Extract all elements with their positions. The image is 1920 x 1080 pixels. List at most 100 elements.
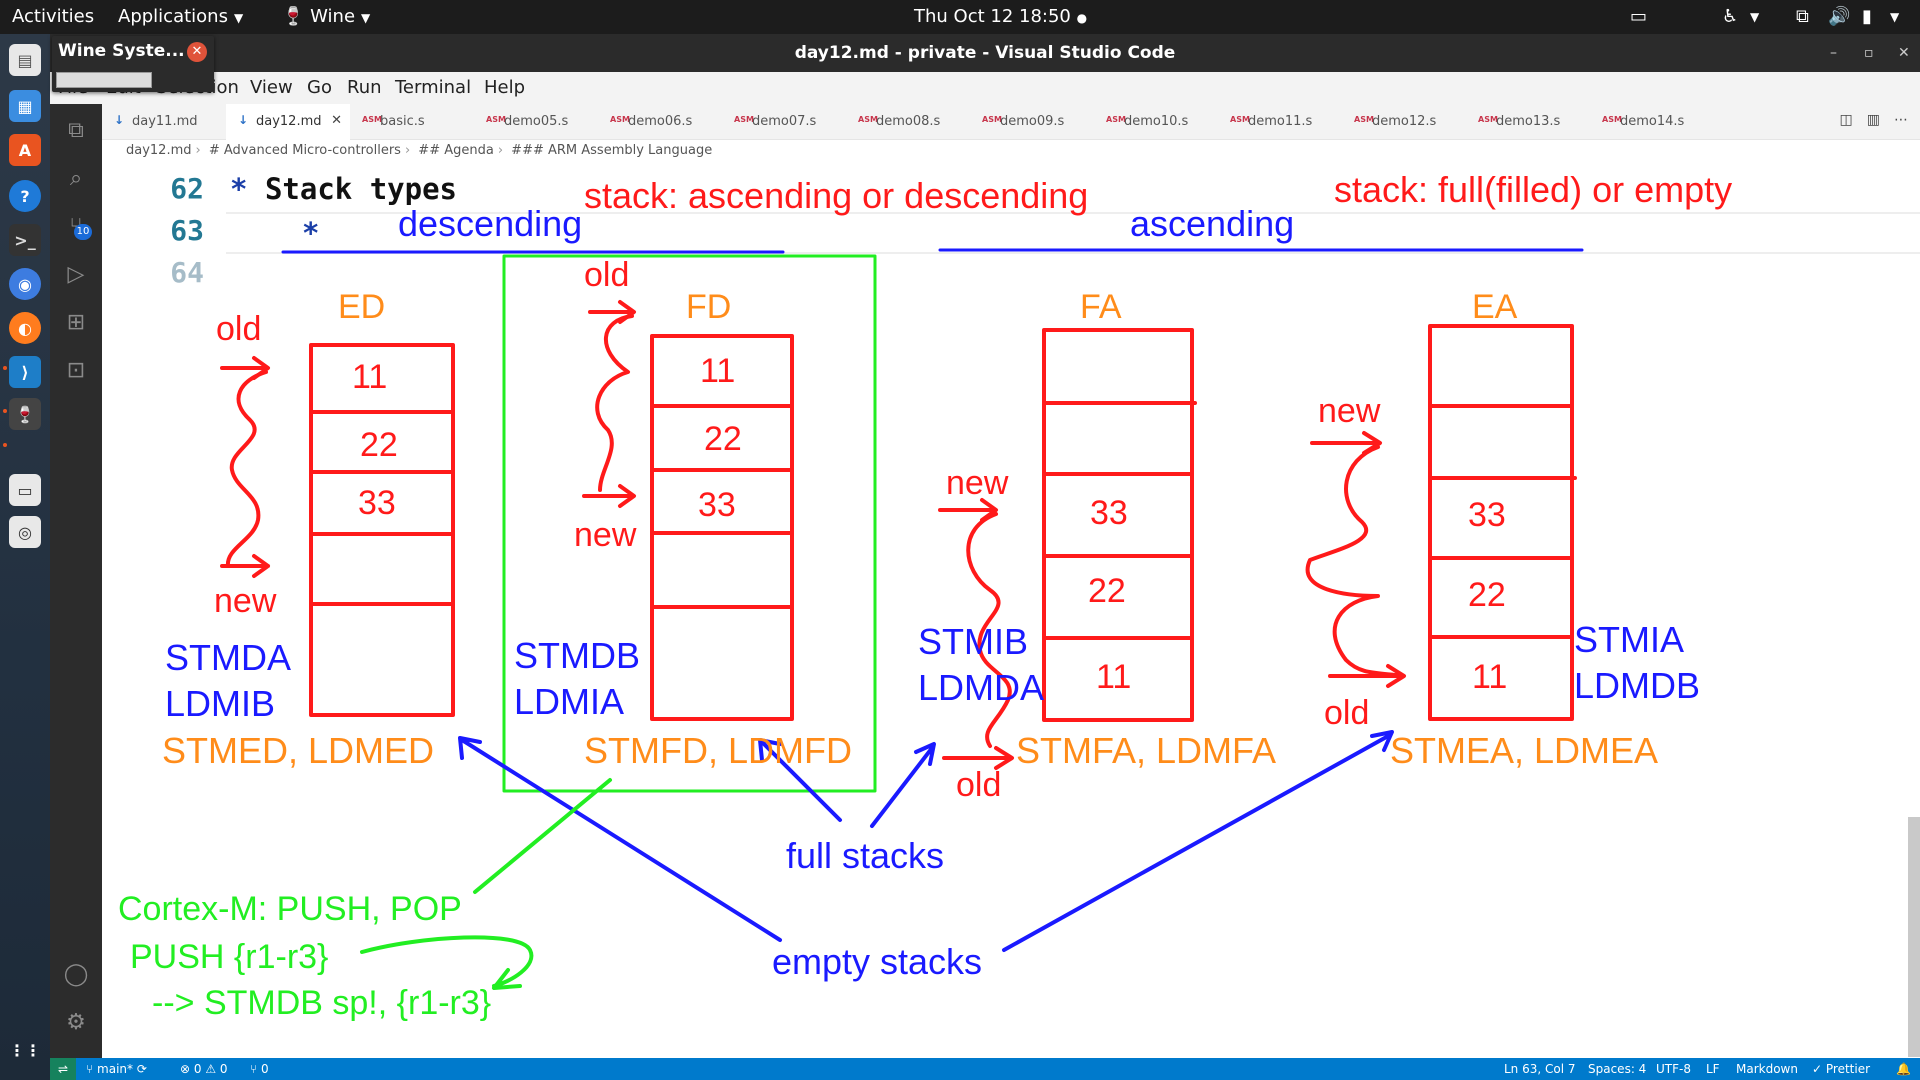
- chevron-down-icon: ▼: [1750, 10, 1760, 24]
- tab-day11-md[interactable]: ↓day11.md: [102, 104, 226, 140]
- indentation[interactable]: Spaces: 4: [1588, 1062, 1647, 1076]
- breadcrumb: day12.md› # Advanced Micro-controllers› …: [102, 140, 1920, 162]
- files-icon[interactable]: ▤: [9, 44, 41, 76]
- breadcrumb-h2[interactable]: ## Agenda: [418, 143, 494, 158]
- open-preview-icon[interactable]: ◫: [1839, 112, 1853, 128]
- volume-icon[interactable]: 🔊: [1828, 6, 1851, 27]
- screen-icon[interactable]: ▭: [1630, 6, 1648, 27]
- status-bar: ⇌ ⑂ main* ⟳ ⊗ 0 ⚠ 0 ⑂ 0 Ln 63, Col 7 Spa…: [50, 1058, 1920, 1080]
- network-icon[interactable]: ⧉: [1796, 6, 1809, 27]
- minimize-button[interactable]: –: [1830, 45, 1837, 61]
- accessibility-icon[interactable]: ♿: [1722, 6, 1739, 27]
- wine-notification[interactable]: Wine Syste... ✕: [52, 36, 214, 92]
- running-indicator: [3, 409, 7, 413]
- firefox-icon[interactable]: ◐: [9, 312, 41, 344]
- list-bullet: *: [230, 172, 248, 206]
- menu-help[interactable]: Help: [484, 77, 526, 98]
- account-icon[interactable]: ◯: [63, 962, 89, 987]
- language-mode[interactable]: Markdown: [1736, 1062, 1798, 1076]
- split-editor-icon[interactable]: ▥: [1866, 112, 1880, 128]
- breadcrumb-h3[interactable]: ### ARM Assembly Language: [511, 143, 713, 158]
- code-line-63[interactable]: *: [302, 216, 319, 250]
- close-icon[interactable]: ✕: [187, 42, 207, 62]
- tab-label: demo07.s: [752, 114, 817, 129]
- activities-button[interactable]: Activities: [12, 6, 95, 27]
- chrome-icon[interactable]: ◉: [9, 268, 41, 300]
- tab-day12-md[interactable]: ↓day12.md✕: [226, 104, 350, 140]
- ubuntu-dock: ▤ ▦ A ? >_ ◉ ◐ ⟩ 🍷 ▭ ◎ ⋮⋮: [0, 34, 50, 1080]
- prettier-status[interactable]: ✓ Prettier: [1812, 1062, 1871, 1076]
- applications-menu[interactable]: Applications▼: [118, 6, 243, 27]
- menu-terminal[interactable]: Terminal: [395, 77, 472, 98]
- gear-icon[interactable]: ⚙: [66, 1010, 86, 1035]
- run-debug-icon[interactable]: ▷: [67, 262, 85, 287]
- vscode-icon[interactable]: ⟩: [9, 356, 41, 388]
- close-icon[interactable]: ✕: [331, 113, 342, 128]
- current-line-highlight: [226, 212, 1920, 254]
- line-number: 64: [170, 256, 204, 289]
- vertical-scrollbar[interactable]: [1908, 817, 1920, 1057]
- markdown-file-icon: ↓: [114, 113, 125, 127]
- menu-run[interactable]: Run: [347, 77, 382, 98]
- remote-icon[interactable]: ⇌: [50, 1058, 76, 1080]
- wine-icon[interactable]: 🍷: [9, 398, 41, 430]
- menu-view[interactable]: View: [250, 77, 293, 98]
- extensions-icon[interactable]: ⊞: [66, 310, 86, 335]
- window-titlebar: day12.md - private - Visual Studio Code …: [50, 34, 1920, 72]
- tab-label: day12.md: [256, 114, 322, 129]
- branch-indicator[interactable]: ⑂ main* ⟳: [86, 1058, 147, 1080]
- cursor-position[interactable]: Ln 63, Col 7: [1504, 1062, 1576, 1076]
- tab-label: demo05.s: [504, 114, 569, 129]
- asm-file-icon: ASM: [1354, 115, 1374, 124]
- asm-file-icon: ASM: [486, 115, 506, 124]
- asm-file-icon: ASM: [858, 115, 878, 124]
- display-icon[interactable]: ▭: [9, 474, 41, 506]
- ports-indicator[interactable]: ⑂ 0: [250, 1062, 269, 1076]
- window-preview: [56, 72, 152, 88]
- applications-label: Applications: [118, 6, 228, 27]
- editor-area[interactable]: 62 63 64 * Stack types *: [102, 162, 1920, 1058]
- bell-icon[interactable]: 🔔: [1896, 1062, 1911, 1076]
- editor-actions: ◫ ▥ ⋯: [1826, 112, 1908, 128]
- breadcrumb-h1[interactable]: # Advanced Micro-controllers: [208, 143, 401, 158]
- help-icon[interactable]: ?: [9, 180, 41, 212]
- chevron-right-icon: ›: [497, 143, 504, 158]
- encoding[interactable]: UTF-8: [1656, 1062, 1691, 1076]
- tab-label: demo09.s: [1000, 114, 1065, 129]
- maximize-button[interactable]: ▫: [1864, 45, 1874, 61]
- show-apps-icon[interactable]: ⋮⋮: [9, 1040, 41, 1060]
- notification-dot: ●: [1076, 11, 1088, 25]
- window-title: day12.md - private - Visual Studio Code: [794, 43, 1176, 63]
- menu-go[interactable]: Go: [307, 77, 332, 98]
- remote-explorer-icon[interactable]: ⊡: [66, 358, 86, 383]
- problems-indicator[interactable]: ⊗ 0 ⚠ 0: [180, 1062, 228, 1076]
- end-of-line[interactable]: LF: [1706, 1062, 1720, 1076]
- wine-app-menu[interactable]: 🍷 Wine▼: [282, 6, 370, 27]
- running-indicator: [3, 443, 7, 447]
- asm-file-icon: ASM: [1106, 115, 1126, 124]
- terminal-icon[interactable]: >_: [9, 224, 41, 256]
- explorer-icon[interactable]: ⧉: [68, 118, 84, 143]
- battery-icon[interactable]: ▮: [1862, 6, 1872, 27]
- menu-bar: File Edit Selection View Go Run Terminal…: [50, 72, 1920, 104]
- breadcrumb-file[interactable]: day12.md: [126, 143, 192, 158]
- close-window-button[interactable]: ✕: [1898, 45, 1910, 61]
- software-icon[interactable]: A: [9, 134, 41, 166]
- writer-icon[interactable]: ▦: [9, 90, 41, 122]
- code-line-62[interactable]: * Stack types: [230, 172, 457, 206]
- search-icon[interactable]: ⌕: [69, 166, 83, 191]
- screenshot-icon[interactable]: ◎: [9, 516, 41, 548]
- clock[interactable]: Thu Oct 12 18:50 ●: [914, 6, 1087, 27]
- more-actions-icon[interactable]: ⋯: [1894, 112, 1908, 128]
